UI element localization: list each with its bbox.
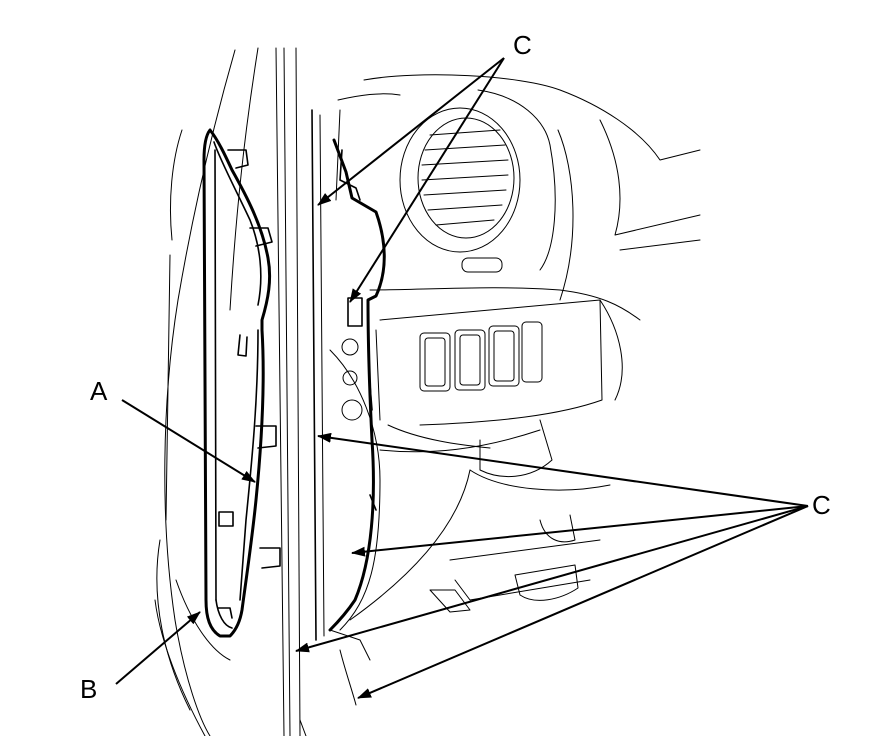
a-pillar-lines: [275, 47, 325, 736]
leader-c-top-1: [317, 57, 505, 206]
pillar-garnish-b: [202, 128, 281, 638]
leader-a: [121, 399, 256, 483]
callout-b: B: [80, 674, 97, 704]
air-vent: [399, 107, 521, 273]
dashboard-outline: [335, 74, 701, 449]
leader-c-right-4: [357, 505, 809, 699]
dash-side-trim: [328, 138, 386, 632]
leader-c-right-2: [351, 505, 809, 557]
door-frame-lines: [154, 47, 259, 736]
leader-c-right-1: [317, 432, 809, 507]
callout-c-top: C: [513, 30, 532, 60]
switch-panel: [419, 321, 543, 392]
leader-c-right-3: [295, 505, 809, 653]
leader-c-top-2: [349, 57, 505, 303]
leader-b: [115, 611, 201, 685]
callout-c-right: C: [812, 490, 831, 520]
callout-a: A: [90, 376, 108, 406]
